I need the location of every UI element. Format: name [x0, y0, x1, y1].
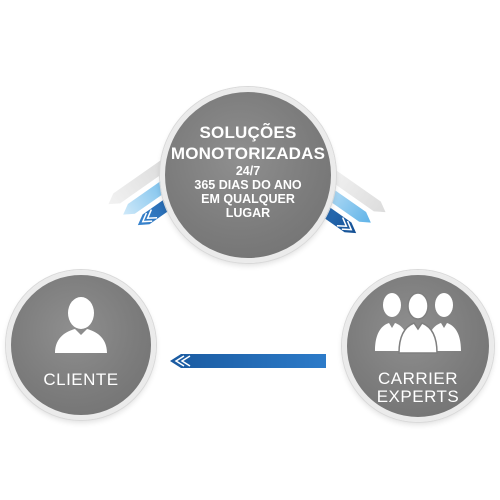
person-icon — [55, 297, 107, 353]
solutions-sub-line3: EM QUALQUER — [201, 192, 295, 206]
experts-circle: CARRIER EXPERTS — [342, 270, 494, 422]
experts-label-line1: CARRIER — [377, 369, 458, 388]
group-icon — [375, 292, 461, 354]
solutions-sub-line2: 365 DIAS DO ANO — [194, 178, 302, 192]
solutions-title-line2: MONOTORIZADAS — [170, 144, 326, 163]
experts-label: CARRIER EXPERTS — [347, 370, 489, 406]
solutions-sub-line4: LUGAR — [225, 206, 271, 220]
solutions-sub-line1: 24/7 — [235, 164, 261, 178]
solutions-circle: SOLUÇÕES MONOTORIZADAS 24/7 365 DIAS DO … — [160, 87, 336, 263]
client-label: CLIENTE — [43, 370, 119, 389]
client-circle: CLIENTE — [6, 270, 156, 420]
left-arrow-faded — [108, 159, 170, 205]
solutions-title-line1: SOLUÇÕES — [199, 123, 297, 142]
solutions-text: SOLUÇÕES MONOTORIZADAS 24/7 365 DIAS DO … — [165, 122, 331, 220]
right-arrow-faded — [324, 167, 386, 213]
experts-label-line2: EXPERTS — [376, 387, 460, 406]
bottom-arrow — [170, 354, 326, 368]
